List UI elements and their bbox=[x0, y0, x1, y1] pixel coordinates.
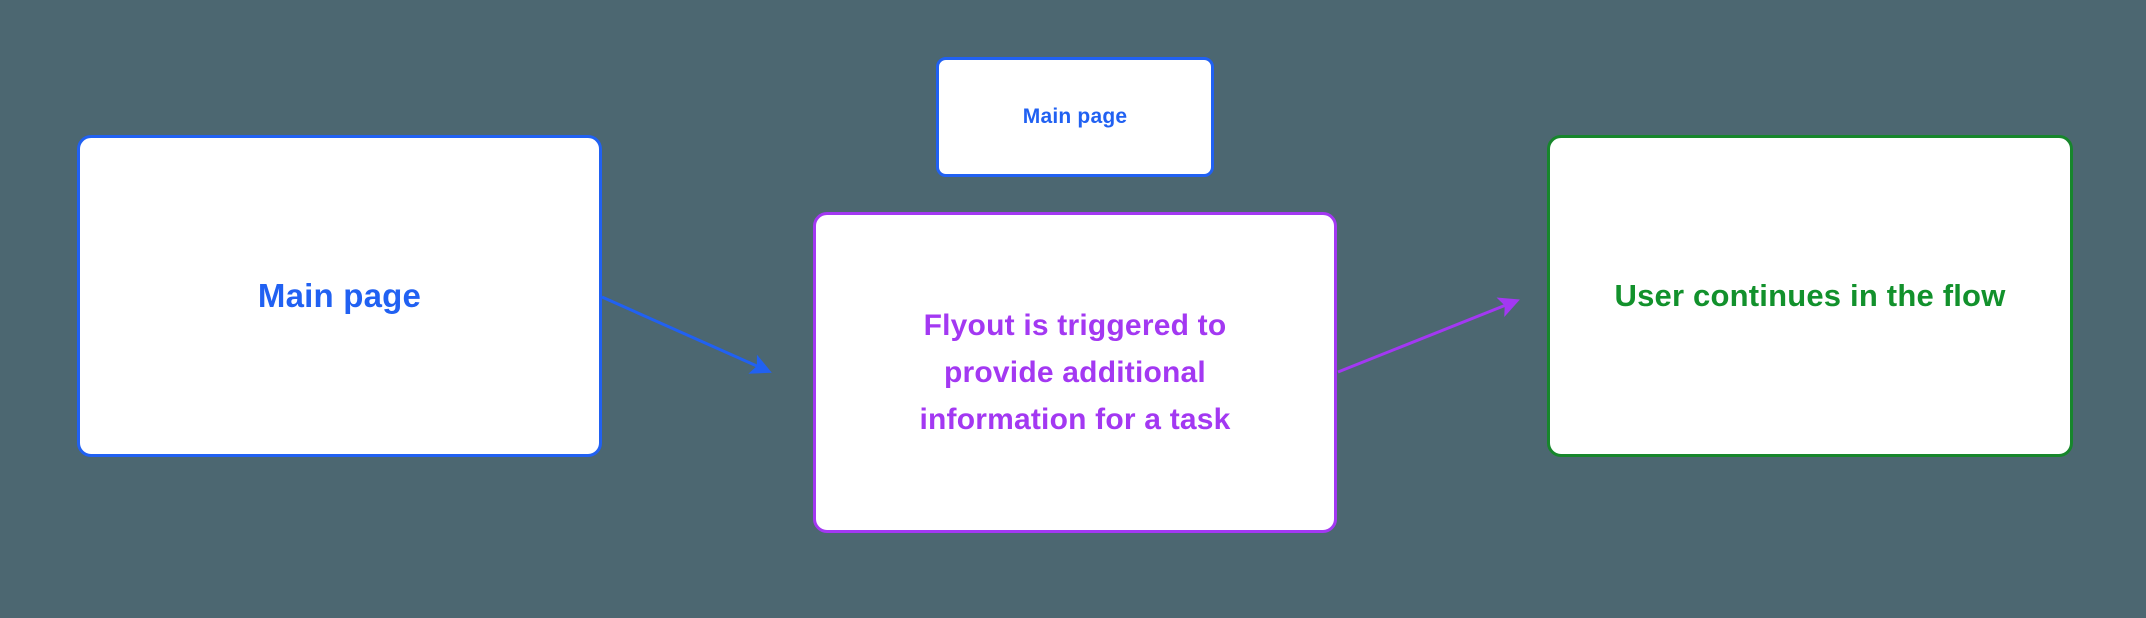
node-main-page-small: Main page bbox=[936, 57, 1214, 177]
node-flyout-label-line1: Flyout is triggered to bbox=[923, 309, 1227, 342]
node-flyout: Flyout is triggered to provide additiona… bbox=[813, 212, 1337, 533]
connector-flyout-to-continue bbox=[1337, 297, 1520, 374]
node-user-continues-label: User continues in the flow bbox=[1614, 278, 2006, 313]
node-flyout-label: Flyout is triggered to provide additiona… bbox=[919, 302, 1230, 443]
node-main-page-small-label: Main page bbox=[1022, 105, 1128, 128]
node-main-page: Main page bbox=[77, 135, 602, 457]
node-flyout-label-line3: information for a task bbox=[919, 403, 1231, 436]
node-flyout-label-line2: provide additional bbox=[944, 356, 1206, 389]
connector-main-to-flyout bbox=[601, 295, 772, 374]
node-user-continues: User continues in the flow bbox=[1547, 135, 2073, 457]
node-main-page-label: Main page bbox=[257, 277, 422, 314]
